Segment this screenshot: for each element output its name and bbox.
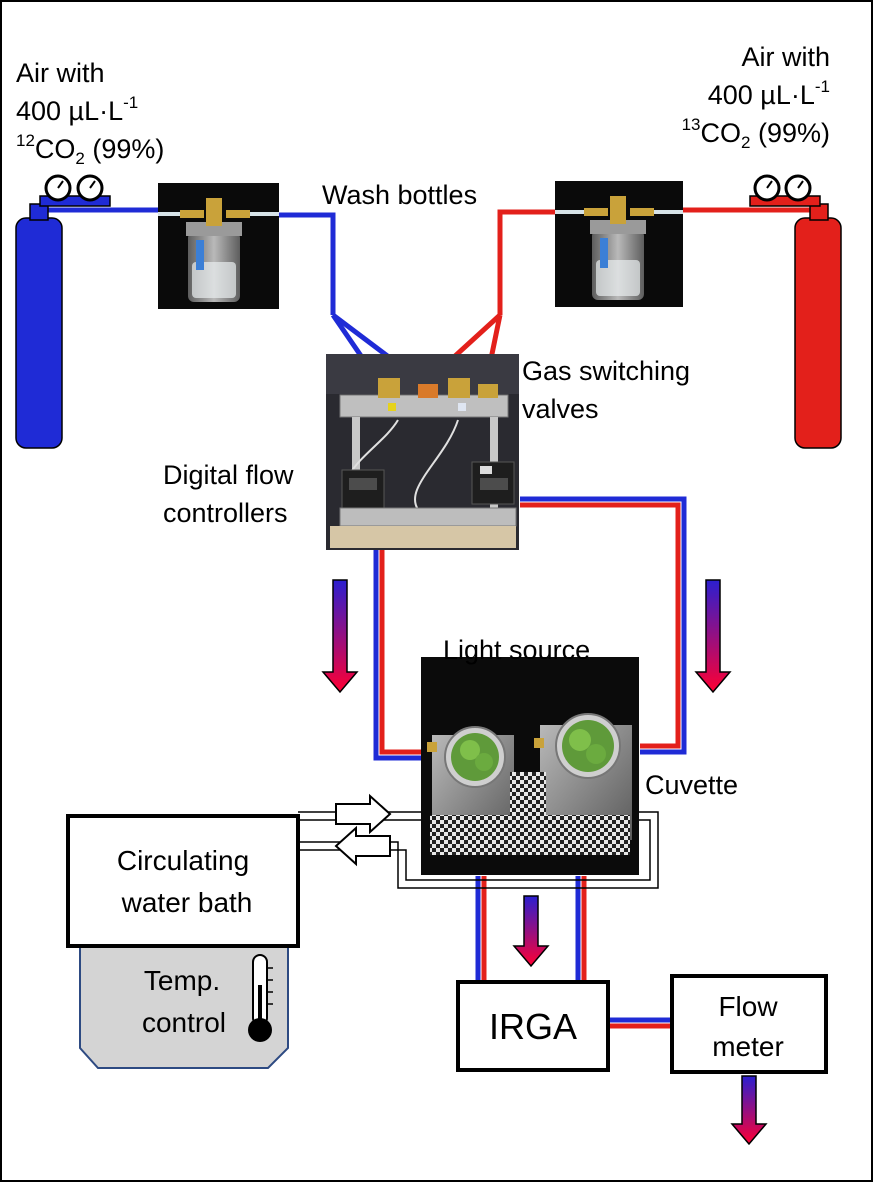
water-bath-label-1: Circulating <box>117 845 249 876</box>
left-arrow-icon <box>334 825 391 867</box>
circulating-water-bath: Circulating water bath <box>66 814 300 948</box>
cuvette-photo <box>421 657 639 875</box>
thermometer-icon <box>248 954 273 1042</box>
wash-bottles-label: Wash bottles <box>322 180 477 210</box>
wash-bottle-photo-left <box>158 183 279 309</box>
temp-control-unit: Temp. control <box>79 941 289 1069</box>
wash-bottle-photo-right <box>555 181 683 307</box>
water-flow-arrows <box>334 793 392 867</box>
temp-control-label-1: Temp. <box>144 965 220 996</box>
flow-arrow-icon <box>321 579 359 694</box>
water-bath-label-2: water bath <box>121 887 253 918</box>
tube-mixed-left-blue <box>373 548 430 761</box>
flow-meter-label-1: Flow <box>718 991 778 1022</box>
temp-control-label-2: control <box>142 1007 226 1038</box>
air-left-line3: 12CO2 (99%) <box>16 131 164 168</box>
air-right-line2: 400 µL·L-1 <box>708 77 830 110</box>
flow-arrow-icon <box>694 579 732 694</box>
air-13co2-label: Air with 400 µL·L-1 13CO2 (99%) <box>682 42 830 152</box>
light-source-label: Light source <box>443 635 590 665</box>
air-left-line1: Air with <box>16 58 105 88</box>
flow-meter-box: Flow meter <box>670 974 828 1074</box>
air-12co2-label: Air with 400 µL·L-1 12CO2 (99%) <box>16 58 164 168</box>
tube-mixed-left-red <box>379 548 430 755</box>
digital-flow-label-2: controllers <box>163 498 288 528</box>
gas-switching-label-1: Gas switching <box>522 356 690 386</box>
tube-13co2-bottle-to-valves <box>497 209 555 315</box>
gas-switching-label-2: valves <box>522 394 599 424</box>
flow-arrow-icon <box>730 1075 768 1146</box>
gas-cylinder-13co2 <box>749 174 842 449</box>
air-left-line2: 400 µL·L-1 <box>16 93 138 126</box>
irga-label: IRGA <box>489 1006 577 1047</box>
cuvette-label: Cuvette <box>645 770 738 800</box>
flow-arrow-icon <box>512 895 550 968</box>
air-right-line1: Air with <box>741 42 830 72</box>
digital-flow-label-1: Digital flow <box>163 460 294 490</box>
tube-12co2-bottle-to-valves <box>278 212 336 315</box>
gas-switching-valves-photo <box>326 354 519 550</box>
tube-mixed-right-blue <box>520 496 687 755</box>
gas-cylinder-12co2 <box>15 174 111 449</box>
air-right-line3: 13CO2 (99%) <box>682 115 830 152</box>
irga-box: IRGA <box>456 980 610 1072</box>
digital-flow-controller-left <box>341 469 385 513</box>
right-arrow-icon <box>335 793 392 835</box>
flow-arrows <box>321 579 768 1146</box>
tube-mixed-right-red <box>520 502 681 749</box>
flow-meter-label-2: meter <box>712 1031 784 1062</box>
